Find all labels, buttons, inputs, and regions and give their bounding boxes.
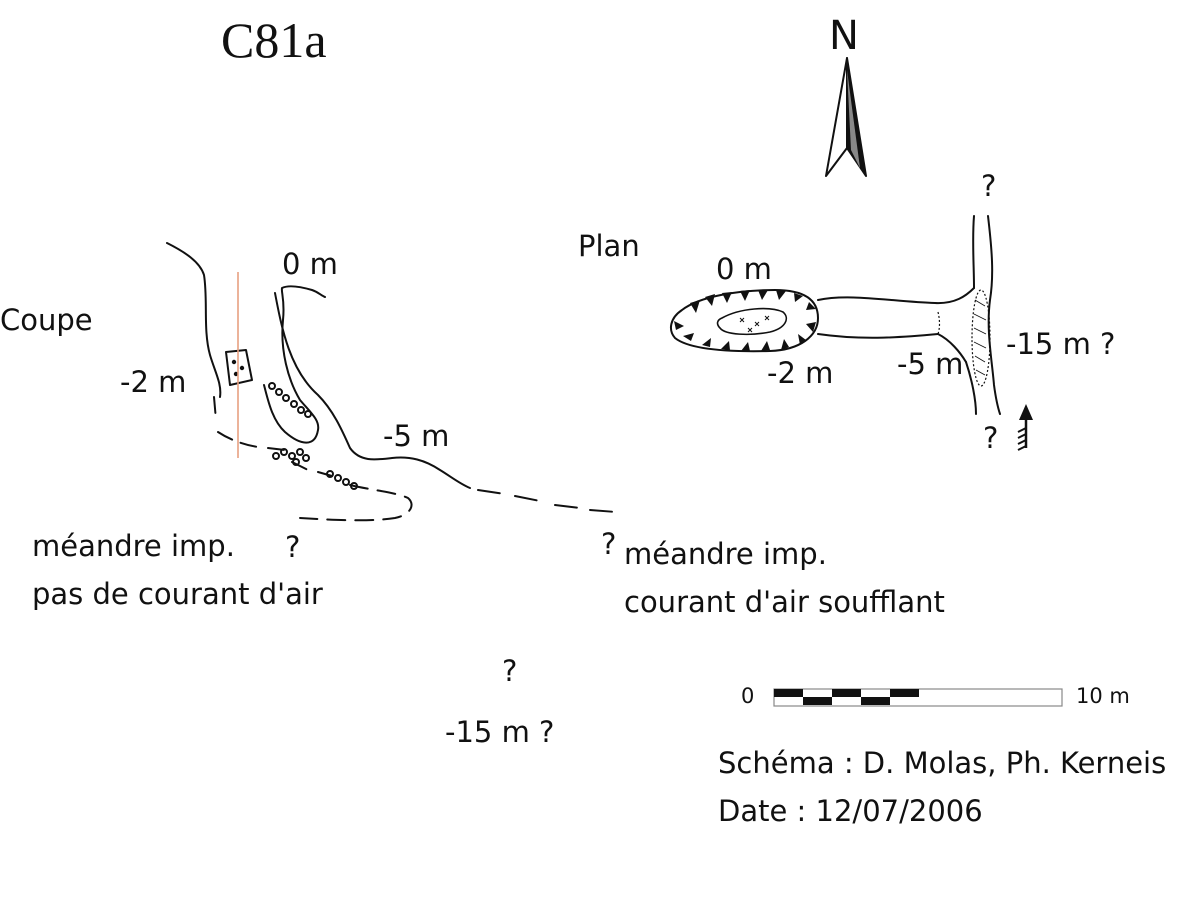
air-current-arrow-icon <box>1017 404 1033 451</box>
coupe-note-left-line1: méandre imp. <box>32 529 235 563</box>
plan-fracture-right <box>987 215 1001 415</box>
plan-question-bottom: ? <box>983 421 999 455</box>
diagram-title: C81a <box>221 12 327 68</box>
north-label: N <box>829 13 859 59</box>
plan-depth-15: -15 m ? <box>1006 327 1116 361</box>
coupe-question-right: ? <box>601 527 617 561</box>
plan-inner-block <box>716 307 787 336</box>
coupe-note-right-line2: courant d'air soufflant <box>624 585 945 619</box>
plan-block-marks <box>739 315 770 333</box>
coupe-depth-15: -15 m ? <box>445 715 555 749</box>
coupe-question-left: ? <box>285 530 301 564</box>
plan-heading: Plan <box>578 229 640 263</box>
coupe-depth-0: 0 m <box>282 247 338 281</box>
north-arrow-icon <box>825 57 867 177</box>
plan-entrance <box>669 289 819 353</box>
plan-fracture-left <box>965 215 977 415</box>
coupe-depth-2: -2 m <box>120 365 187 399</box>
credits-date: Date : 12/07/2006 <box>718 794 983 828</box>
plan-question-top: ? <box>981 169 997 203</box>
coupe-block <box>225 349 253 386</box>
scale-start-label: 0 <box>741 684 755 708</box>
plan-pit <box>937 289 991 387</box>
plan-gallery-upper <box>817 287 975 305</box>
coupe-lower-loop <box>299 484 413 522</box>
plan-drawing <box>669 215 1001 415</box>
coupe-gallery-dashed <box>477 489 617 513</box>
plan-depth-5: -5 m <box>897 347 964 381</box>
plan-gallery-lower <box>817 333 939 339</box>
coupe-gallery-wall <box>274 292 471 489</box>
coupe-depth-5: -5 m <box>383 419 450 453</box>
plan-depth-0: 0 m <box>716 252 772 286</box>
scale-bar <box>773 688 1063 707</box>
coupe-question-bottom: ? <box>502 654 518 688</box>
plan-pit-edge <box>937 333 967 363</box>
scale-end-label: 10 m <box>1076 684 1130 708</box>
plan-depth-2: -2 m <box>767 356 834 390</box>
coupe-left-wall-dashed <box>213 396 333 477</box>
coupe-note-left-line2: pas de courant d'air <box>32 577 323 611</box>
coupe-section-drawing <box>166 242 617 522</box>
coupe-note-right-line1: méandre imp. <box>624 537 827 571</box>
coupe-heading: Coupe <box>0 303 93 337</box>
plan-entrance-ticks <box>674 290 816 351</box>
credits-schema: Schéma : D. Molas, Ph. Kerneis <box>718 746 1167 780</box>
coupe-left-wall <box>166 242 222 398</box>
coupe-inner-wall <box>263 285 326 444</box>
